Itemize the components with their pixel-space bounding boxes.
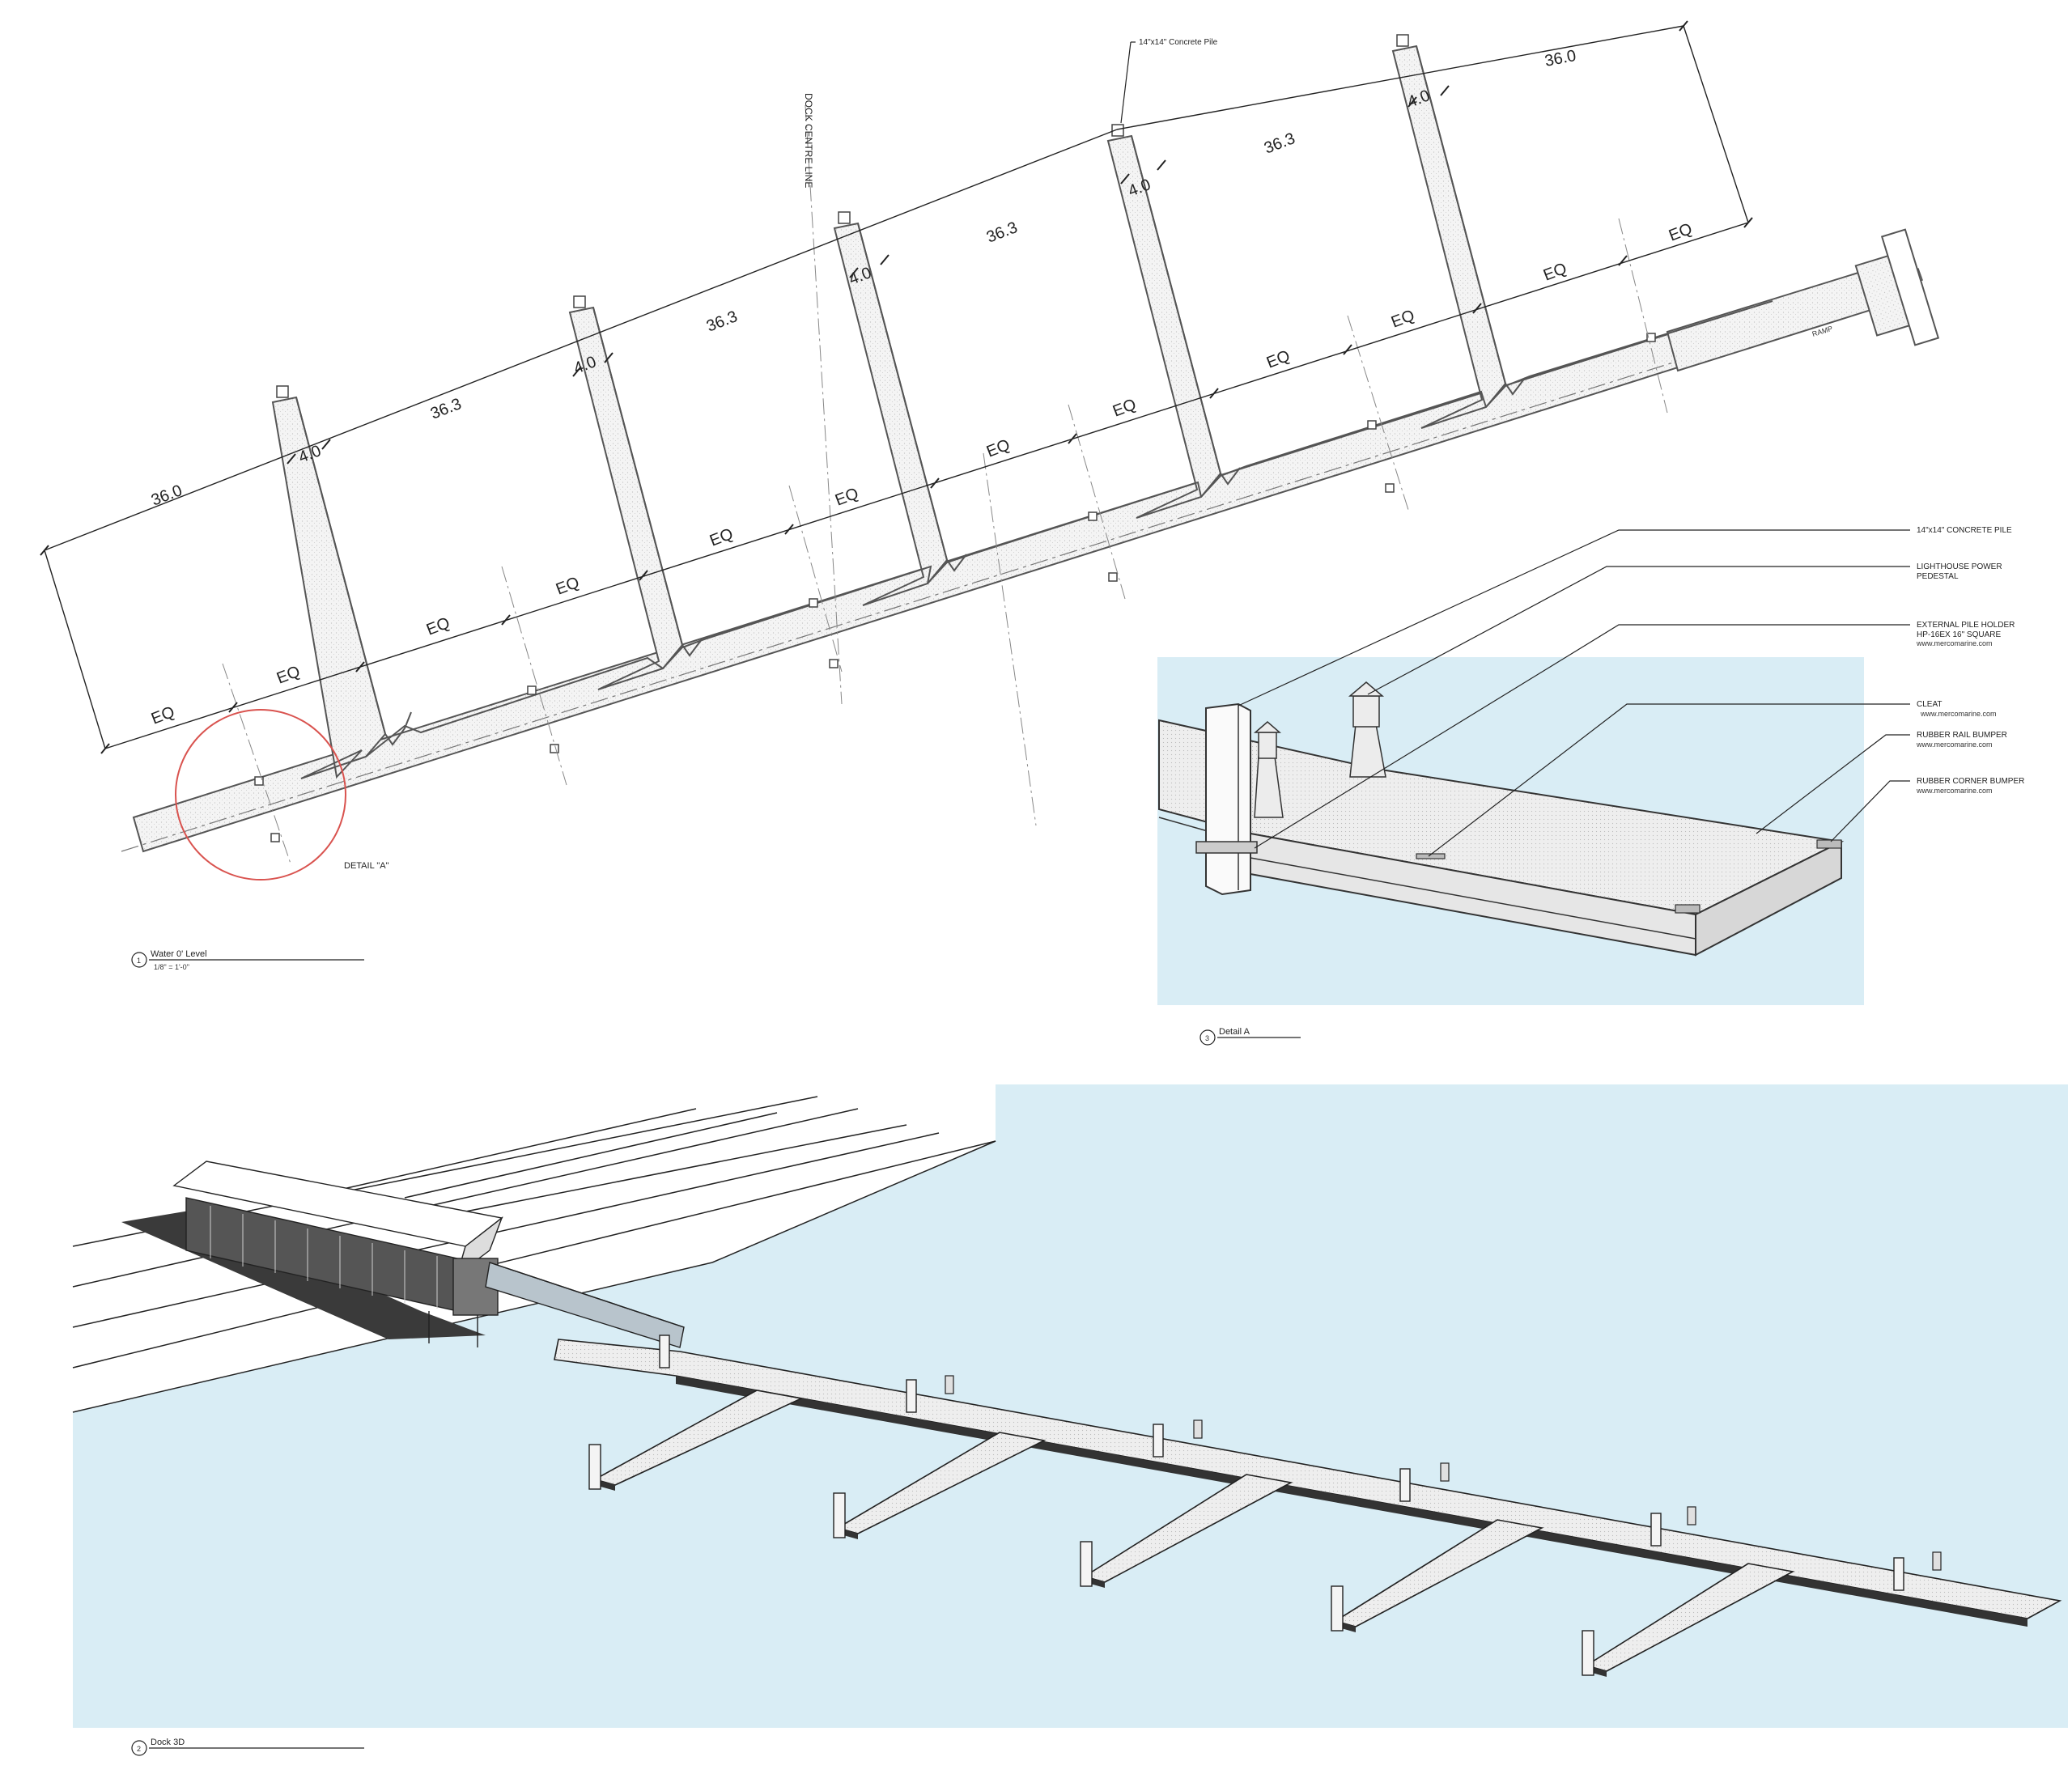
iso-land (73, 1084, 996, 1412)
view-marker-2 (131, 1740, 147, 1756)
iso-fingers (592, 1390, 1795, 1672)
iso-view: 2 Dock 3D (72, 1084, 2068, 1756)
finger-piers (271, 45, 1507, 779)
iso-pedestals (945, 1375, 1942, 1571)
label-pile-holder: EXTERNAL PILE HOLDER (1917, 621, 2015, 630)
detail-a-callout-circle (175, 709, 346, 881)
detail-rail-bumper (1250, 857, 1696, 940)
view-number-3: 3 (1205, 1034, 1209, 1042)
piles (254, 34, 1656, 842)
label-power-pedestal: LIGHTHOUSE POWER (1917, 562, 2002, 571)
label-pile-holder-url: www.mercomarine.com (1916, 639, 1993, 647)
detail-corner-bumper (1675, 904, 1700, 914)
dimension-lines (44, 25, 1749, 749)
label-cleat: CLEAT (1917, 700, 1942, 709)
dim-eq: EQ (707, 525, 736, 550)
dock-centre-line-label: DOCK CENTRE LINE (803, 93, 814, 188)
dim-spacing-5: 36.3 (1262, 129, 1297, 157)
view-number-2: 2 (137, 1745, 141, 1753)
finger-chamfers (295, 45, 1526, 746)
dim-eq: EQ (1389, 307, 1417, 332)
dim-eq: EQ (1264, 347, 1293, 372)
dim-eq: EQ (274, 663, 303, 688)
dim-spacing-1: 36.0 (149, 482, 185, 509)
view-title-3: Detail A (1219, 1027, 1250, 1037)
dim-spacing-4: 36.3 (984, 219, 1020, 246)
iso-gangway-rail (489, 1262, 685, 1328)
dim-eq: EQ (833, 485, 861, 510)
detail-a-callout-label: DETAIL "A" (344, 861, 389, 871)
label-cleat-url: www.mercomarine.com (1920, 710, 1997, 718)
detail-corner-bumper (1816, 839, 1842, 849)
detail-a-view: 14"x14" CONCRETE PILE LIGHTHOUSE POWER P… (1157, 526, 2024, 1046)
detail-pile (1205, 702, 1251, 896)
dim-eq: EQ (149, 703, 177, 728)
detail-leaders (1238, 529, 1910, 857)
detail-lighthouse-pedestal (1253, 681, 1386, 818)
dim-spacing-2: 36.3 (428, 395, 464, 422)
dim-eq: EQ (424, 614, 452, 639)
iso-shelter (172, 1161, 503, 1347)
label-corner-bumper: RUBBER CORNER BUMPER (1917, 777, 2024, 786)
label-power-pedestal-2: PEDESTAL (1917, 572, 1959, 581)
label-concrete-pile: 14"x14" CONCRETE PILE (1917, 526, 2012, 535)
dimension-ticks (40, 20, 1753, 754)
dim-eq: EQ (984, 436, 1013, 461)
view-title-1: Water 0' Level (151, 949, 207, 959)
label-rail-bumper: RUBBER RAIL BUMPER (1917, 731, 2007, 740)
view-marker-1 (131, 952, 147, 968)
view-scale-1: 1/8" = 1'-0" (154, 963, 189, 971)
shore-platform (1880, 228, 1940, 346)
label-pile-holder-2: HP-16EX 16" SQUARE (1917, 630, 2001, 639)
label-corner-bumper-url: www.mercomarine.com (1916, 787, 1993, 795)
dim-eq: EQ (1110, 396, 1139, 421)
view-marker-3 (1199, 1029, 1216, 1046)
finger-4 (1106, 134, 1222, 519)
detail-deck-end (1695, 840, 1842, 957)
detail-cleat (1416, 853, 1446, 859)
label-rail-bumper-url: www.mercomarine.com (1916, 740, 1993, 749)
detail-pile-holder (1195, 841, 1258, 854)
dim-spacing-3: 36.3 (704, 308, 740, 335)
view-title-2: Dock 3D (151, 1738, 185, 1747)
iso-piles (588, 1335, 1904, 1676)
walkway-centreline (121, 325, 1790, 852)
top-note: 14"x14" Concrete Pile (1139, 38, 1218, 47)
top-note-leader (1120, 41, 1132, 124)
dim-eq: EQ (554, 574, 582, 599)
view-number-1: 1 (137, 957, 141, 965)
